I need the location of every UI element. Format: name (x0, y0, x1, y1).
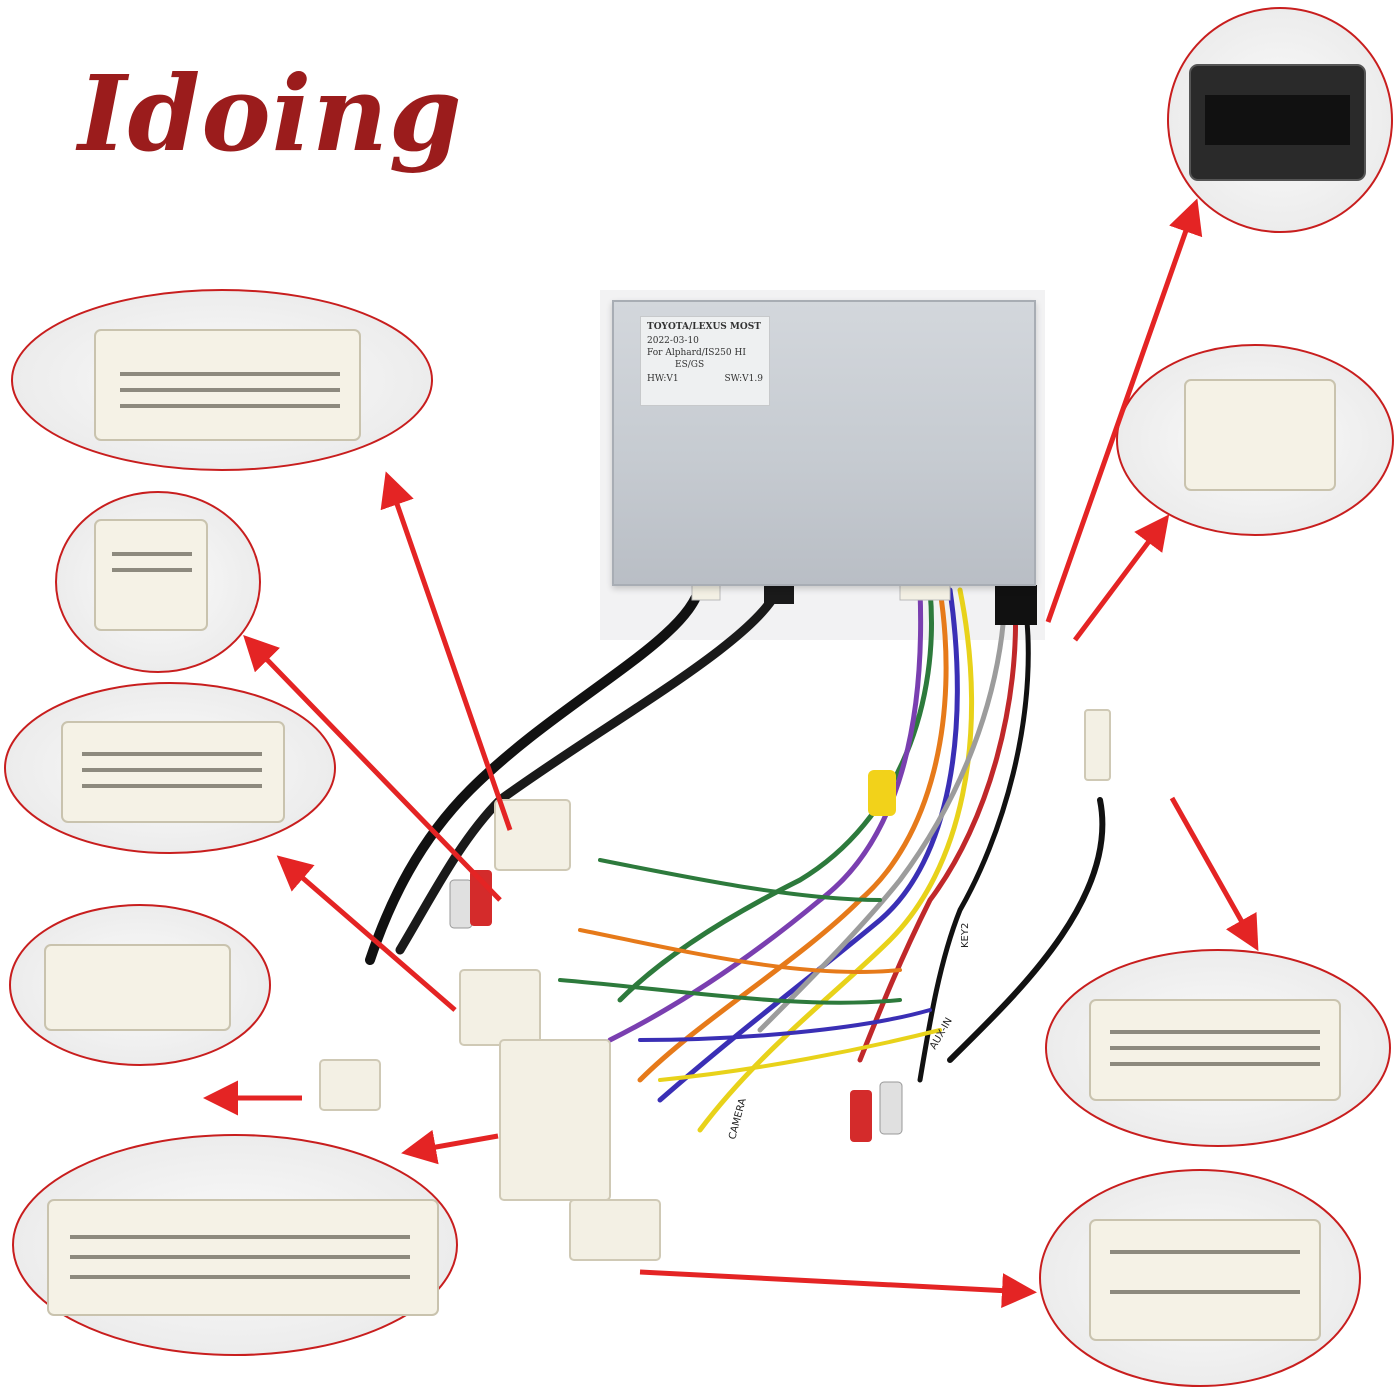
harness-connectors (319, 709, 1111, 1261)
sticker-sw: SW:V1.9 (724, 374, 763, 384)
sticker-fitment-extra: ES/GS (675, 360, 705, 370)
callout-bubbles (4, 7, 1394, 1387)
arrow-to-antenna (1073, 514, 1170, 642)
wire-tag-camera: CAMERA (727, 1097, 749, 1141)
arrow-to-28pin (276, 855, 457, 1012)
pin-grids (70, 95, 1350, 1294)
sticker-hw: HW:V1 (647, 374, 679, 384)
module-ports (691, 581, 1037, 625)
pointer-arrows (203, 198, 1259, 1309)
wire-tag-key2: KEY2 (960, 923, 971, 948)
sticker-fitment: For Alphard/IS250 HI (647, 348, 746, 358)
brand-logo: Idoing (78, 52, 463, 175)
arrow-to-24pin (1169, 796, 1259, 952)
arrow-to-16pin (1045, 198, 1203, 623)
sticker-model: TOYOTA/LEXUS MOST (647, 322, 761, 332)
arrow-to-32pin (380, 471, 513, 831)
module-sticker: TOYOTA/LEXUS MOST 2022-03-10 For Alphard… (640, 316, 770, 406)
arrow-to-10pin (639, 1269, 1037, 1309)
arrow-to-12pin (243, 634, 502, 902)
sticker-date: 2022-03-10 (647, 336, 699, 346)
wire-harness (365, 580, 1106, 1133)
arrow-to-main (401, 1129, 499, 1165)
